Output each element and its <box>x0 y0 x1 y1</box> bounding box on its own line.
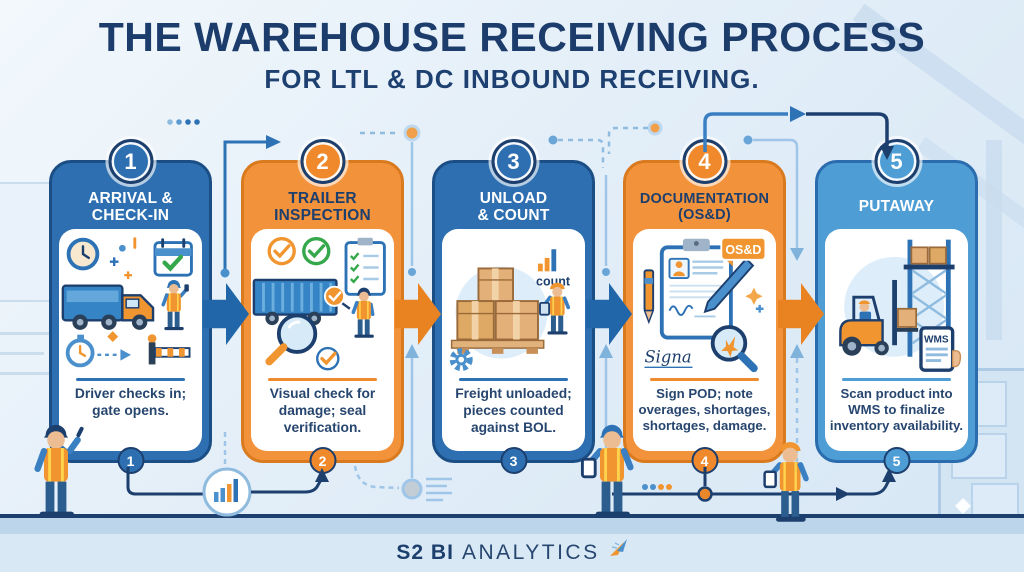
step-description: Sign POD; note overages, shortages, shor… <box>638 386 771 434</box>
connector-dashed-line <box>790 344 804 468</box>
step-description: Freight unloaded; pieces counted against… <box>455 386 572 435</box>
step-card-documentation-osd: 4 DOCUMENTATION(OS&D) <box>623 139 786 474</box>
step-illustration-panel: Driver checks in; gate opens. <box>59 229 202 451</box>
brand-name-light: ANALYTICS <box>461 541 600 564</box>
gear-icon <box>449 348 473 372</box>
inspection-illustration <box>252 237 386 371</box>
putaway-illustration: WMS <box>839 239 962 372</box>
stopwatch-icon <box>65 334 95 368</box>
check-circle-icon <box>302 237 331 266</box>
footer: S2 BI ANALYTICS <box>0 534 1024 572</box>
floor-line <box>0 514 1024 518</box>
clock-icon <box>66 237 100 271</box>
background-post <box>986 140 1002 340</box>
dashed-arrow-icon <box>97 349 131 361</box>
card-divider <box>842 378 951 381</box>
boxes-pallet-icon <box>450 267 545 354</box>
worker-figure <box>539 282 571 335</box>
gate-barrier-icon <box>147 334 191 365</box>
step-card-arrival-check-in: 1 ARRIVAL &CHECK-IN <box>49 139 212 474</box>
checklist-clipboard-icon <box>344 237 386 296</box>
background-line <box>0 332 52 335</box>
osd-tag-label: OS&D <box>725 243 761 257</box>
documentation-illustration: OS&D Signa <box>643 236 767 373</box>
rack-icon <box>903 239 955 357</box>
worker-figure <box>161 279 189 331</box>
step-number-badge: 5 <box>874 139 919 184</box>
truck-icon <box>61 284 155 330</box>
seal-check-badge-icon <box>323 285 351 310</box>
plus-mark <box>109 257 119 267</box>
count-bar-chart-icon <box>537 249 557 272</box>
step-title: DOCUMENTATION(OS&D) <box>639 190 770 223</box>
background-line <box>0 352 44 355</box>
card-divider <box>268 378 377 381</box>
forklift-icon <box>839 279 919 356</box>
step-illustration-panel: OS&D Signa Sign POD; note overages, shor… <box>633 229 776 451</box>
step-number-badge: 3 <box>491 139 536 184</box>
dot-mark <box>118 244 126 252</box>
wms-tablet-icon: WMS <box>919 326 962 372</box>
step-description: Driver checks in; gate opens. <box>74 386 187 418</box>
step-number-badge: 2 <box>300 139 345 184</box>
connector-node-line-3 <box>607 120 663 154</box>
sparkle-mark <box>745 287 763 305</box>
step-illustration-panel: Visual check for damage; seal verificati… <box>251 229 394 451</box>
orange-pen-icon <box>643 269 655 325</box>
step-illustration-panel: WMS Scan product into WMS to finalize in… <box>825 229 968 451</box>
card-divider <box>76 378 185 381</box>
magnifier-pin-icon <box>710 325 758 373</box>
unload-illustration: count <box>449 249 571 372</box>
card-divider <box>650 378 759 381</box>
card-divider <box>459 378 568 381</box>
check-circle-icon <box>316 346 340 371</box>
plus-mark <box>755 304 764 313</box>
calendar-check-icon <box>153 238 193 277</box>
step-title: ARRIVAL &CHECK-IN <box>88 189 173 224</box>
page-subtitle: FOR LTL & DC INBOUND RECEIVING. <box>264 64 760 95</box>
check-circle-icon <box>267 237 296 266</box>
step-number-badge-bottom: 1 <box>117 447 144 474</box>
magnifier-icon <box>265 313 318 366</box>
plus-mark <box>124 271 132 280</box>
step-title: PUTAWAY <box>858 198 935 216</box>
trailer-icon <box>252 278 338 326</box>
dotted-row <box>167 119 200 125</box>
step-illustration-panel: count <box>442 229 585 451</box>
worker-figure <box>351 287 375 338</box>
wms-label: WMS <box>924 334 949 345</box>
blue-pen-icon <box>703 257 755 314</box>
brand-name-bold: S2 BI <box>396 541 454 564</box>
step-number-badge: 4 <box>682 139 727 184</box>
footer-band <box>0 518 1024 534</box>
page-title: THE WAREHOUSE RECEIVING PROCESS <box>98 14 926 60</box>
step-number-badge: 1 <box>108 139 153 184</box>
connector-bottom-right <box>612 467 896 502</box>
step-number-badge-bottom: 4 <box>691 447 718 474</box>
step-title: UNLOAD& COUNT <box>477 189 550 224</box>
pod-clipboard-icon <box>659 238 733 340</box>
step-number-badge-bottom: 3 <box>500 447 527 474</box>
signature-text: Signa <box>645 348 692 367</box>
step-card-putaway: 5 PUTAWAY <box>815 139 978 474</box>
step-number-badge-bottom: 5 <box>883 447 910 474</box>
step-description: Scan product into WMS to finalize invent… <box>829 386 964 434</box>
step-description: Visual check for damage; seal verificati… <box>269 386 376 435</box>
rocket-icon <box>609 539 627 556</box>
background-line <box>0 372 52 375</box>
arrival-illustration <box>61 237 193 368</box>
diamond-mark <box>107 331 119 343</box>
step-number-badge-bottom: 2 <box>309 447 336 474</box>
step-card-unload-count: 3 UNLOAD& COUNT count <box>432 139 595 474</box>
